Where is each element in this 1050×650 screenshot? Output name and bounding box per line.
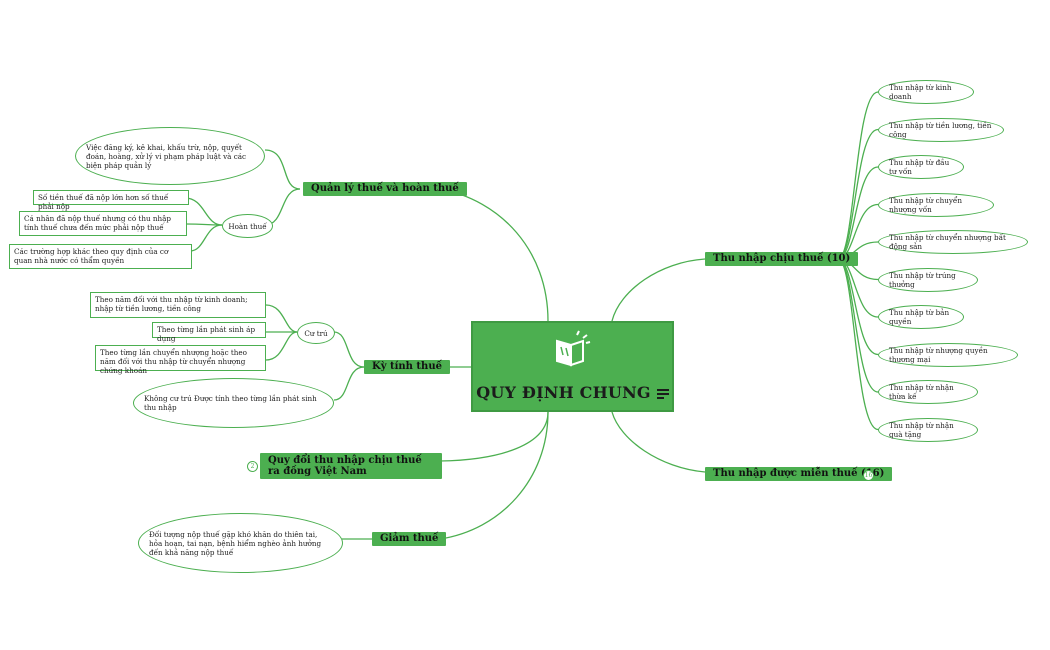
topic-thu-nhap-mien-thue[interactable]: Thu nhập được miễn thuế (16) [705,467,893,481]
topic-cu-tru[interactable]: Cư trú [297,322,335,344]
thu-nhap-item[interactable]: Thu nhập từ tiền lương, tiền công [878,117,1004,142]
thu-nhap-item[interactable]: Thu nhập từ trúng thưởng [878,267,978,292]
central-topic-label: QUY ĐỊNH CHUNG [476,383,651,402]
central-topic[interactable]: QUY ĐỊNH CHUNG [471,321,674,412]
thu-nhap-item[interactable]: Thu nhập từ đầu tư vốn [878,155,964,179]
central-topic-title: QUY ĐỊNH CHUNG [471,383,674,402]
cu-tru-label: Cư trú [304,328,328,338]
book-icon [556,330,591,367]
collapsed-count-badge[interactable]: 16 [863,470,874,481]
quan-ly-description-text: Việc đăng ký, kê khai, khấu trừ, nộp, qu… [86,142,247,170]
cu-tru-item[interactable]: Theo từng lần phát sinh áp dụng [152,322,266,343]
topic-thu-nhap-chiu-thue[interactable]: Thu nhập chịu thuế (10) [705,252,859,266]
thu-nhap-item[interactable]: Thu nhập từ bản quyền [878,305,964,329]
giam-thue-description-text: Đối tượng nộp thuế gặp khó khăn do thiên… [149,529,322,557]
thu-nhap-item[interactable]: Thu nhập từ nhượng quyền thương mại [878,342,1018,367]
thu-nhap-item[interactable]: Thu nhập từ nhận thừa kế [878,380,978,404]
topic-ky-tinh-thue[interactable]: Kỳ tính thuế [364,360,450,374]
topic-giam-thue[interactable]: Giảm thuế [372,532,447,546]
giam-thue-description[interactable]: Đối tượng nộp thuế gặp khó khăn do thiên… [138,513,343,573]
thu-nhap-item[interactable]: Thu nhập từ kinh doanh [878,80,974,104]
hoan-thue-item[interactable]: Số tiền thuế đã nộp lớn hơn số thuế phải… [33,190,189,211]
topic-quy-doi[interactable]: Quy đổi thu nhập chịu thuế ra đồng Việt … [260,453,442,479]
topic-quan-ly-thue[interactable]: Quản lý thuế và hoàn thuế [303,182,467,196]
hoan-thue-item[interactable]: Các trường hợp khác theo quy định của cơ… [9,244,192,269]
khong-cu-tru-node[interactable]: Không cư trú Được tính theo từng lần phá… [133,378,334,428]
thu-nhap-item[interactable]: Thu nhập từ nhận quà tặng [878,417,978,442]
cu-tru-item[interactable]: Theo từng lần chuyển nhượng hoặc theo nă… [95,345,266,375]
thu-nhap-item[interactable]: Thu nhập từ chuyển nhượng vốn [878,192,994,217]
thu-nhap-item[interactable]: Thu nhập từ chuyển nhượng bất động sản [878,230,1028,254]
quan-ly-description[interactable]: Việc đăng ký, kê khai, khấu trừ, nộp, qu… [75,127,265,185]
collapsed-count-badge[interactable]: 2 [247,461,258,472]
cu-tru-item[interactable]: Theo năm đối với thu nhập từ kinh doanh;… [90,292,266,318]
khong-cu-tru-text: Không cư trú Được tính theo từng lần phá… [144,394,317,412]
hoan-thue-item[interactable]: Cá nhân đã nộp thuế nhưng có thu nhập tí… [19,211,187,236]
topic-hoan-thue[interactable]: Hoàn thuế [222,214,273,238]
notes-icon[interactable] [656,388,669,399]
hoan-thue-label: Hoàn thuế [228,221,267,231]
